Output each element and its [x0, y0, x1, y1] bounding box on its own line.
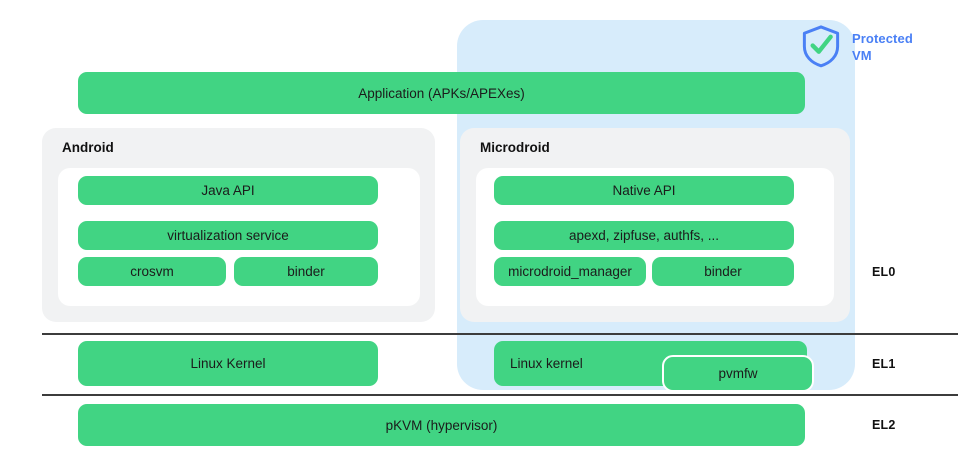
- group-android-title: Android: [62, 140, 114, 155]
- exception-level-label-el0: EL0: [872, 265, 896, 279]
- protected-vm-label-line2: VM: [852, 48, 872, 63]
- android-block-binder: binder: [234, 257, 378, 286]
- microdroid-block-microdroid-manager: microdroid_manager: [494, 257, 646, 286]
- hypervisor-bar-pkvm: pKVM (hypervisor): [78, 404, 805, 446]
- microdroid-block-apexd: apexd, zipfuse, authfs, ...: [494, 221, 794, 250]
- microdroid-block-native-api: Native API: [494, 176, 794, 205]
- exception-level-label-el2: EL2: [872, 418, 896, 432]
- microdroid-block-binder: binder: [652, 257, 794, 286]
- kernel-block-pvmfw: pvmfw: [662, 355, 814, 392]
- divider-el1-el2: [42, 394, 958, 396]
- android-block-java-api: Java API: [78, 176, 378, 205]
- android-block-crosvm: crosvm: [78, 257, 226, 286]
- protected-vm-label-line1: Protected: [852, 31, 913, 46]
- kernel-block-android-linux-kernel: Linux Kernel: [78, 341, 378, 386]
- shield-check-icon: [802, 25, 840, 68]
- android-block-virtualization-service: virtualization service: [78, 221, 378, 250]
- exception-level-label-el1: EL1: [872, 357, 896, 371]
- application-bar: Application (APKs/APEXes): [78, 72, 805, 114]
- group-microdroid-title: Microdroid: [480, 140, 550, 155]
- divider-el0-el1: [42, 333, 958, 335]
